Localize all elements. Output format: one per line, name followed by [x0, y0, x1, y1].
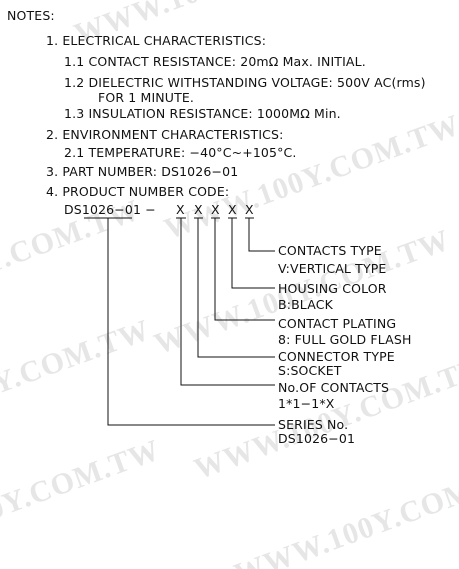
legend-connector-type-title: CONNECTOR TYPE	[278, 349, 395, 364]
legend-plating-title: CONTACT PLATING	[278, 316, 397, 331]
note-environment: 2. ENVIRONMENT CHARACTERISTICS:	[46, 127, 284, 142]
code-prefix: DS1026−01 −	[64, 202, 156, 217]
legend-series-title: SERIES No.	[278, 417, 349, 432]
leader-series	[107, 218, 275, 426]
legend-connector-type-detail: S:SOCKET	[278, 363, 342, 378]
note-electrical: 1. ELECTRICAL CHARACTERISTICS:	[46, 33, 267, 48]
code-digit-housing-color: X	[228, 202, 237, 217]
code-digit-contacts-type: X	[245, 202, 254, 217]
code-digit-connector-type: X	[194, 202, 203, 217]
code-digit-contacts: X	[176, 202, 185, 217]
legend-housing-color-detail: B:BLACK	[278, 297, 333, 312]
legend-series-detail: DS1026−01	[278, 431, 356, 446]
legend-plating-detail: 8: FULL GOLD FLASH	[278, 332, 412, 347]
leader-connector-type	[197, 218, 275, 358]
note-insulation-resistance: 1.3 INSULATION RESISTANCE: 1000MΩ Min.	[64, 106, 341, 121]
note-temperature: 2.1 TEMPERATURE: −40°C~+105°C.	[64, 145, 297, 160]
note-dielectric-voltage: 1.2 DIELECTRIC WITHSTANDING VOLTAGE: 500…	[64, 75, 426, 90]
leader-housing-color	[231, 218, 275, 289]
note-part-number: 3. PART NUMBER: DS1026−01	[46, 164, 239, 179]
note-contact-resistance: 1.1 CONTACT RESISTANCE: 20mΩ Max. INITIA…	[64, 54, 366, 69]
leader-contacts	[180, 218, 275, 386]
legend-housing-color-title: HOUSING COLOR	[278, 281, 387, 296]
legend-contacts-title: No.OF CONTACTS	[278, 380, 390, 395]
legend-contacts-detail: 1*1−1*X	[278, 396, 335, 411]
legend-contacts-type-title: CONTACTS TYPE	[278, 243, 382, 258]
note-dielectric-duration: FOR 1 MINUTE.	[98, 90, 195, 105]
note-product-number-code: 4. PRODUCT NUMBER CODE:	[46, 184, 230, 199]
code-digit-plating: X	[211, 202, 220, 217]
leader-contacts-type	[248, 218, 275, 252]
legend-contacts-type-detail: V:VERTICAL TYPE	[278, 261, 387, 276]
notes-heading: NOTES:	[7, 8, 55, 23]
leader-plating	[214, 218, 275, 321]
